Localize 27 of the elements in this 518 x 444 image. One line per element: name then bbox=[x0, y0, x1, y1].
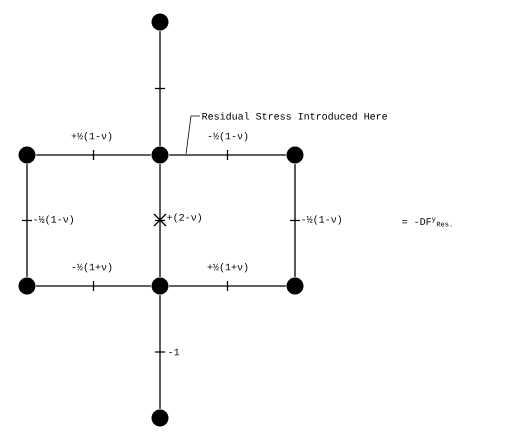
member-line bbox=[21, 164, 33, 278]
edge-label: +½(1+ν) bbox=[208, 263, 248, 272]
member-line bbox=[153, 164, 167, 278]
member-line bbox=[36, 149, 152, 161]
joint-dot bbox=[152, 146, 168, 164]
member-line bbox=[154, 294, 166, 410]
member-line bbox=[154, 30, 166, 146]
edge-label: +½(1-ν) bbox=[72, 132, 112, 142]
edge-label: -1 bbox=[169, 348, 180, 356]
edge-label: +(2-ν) bbox=[167, 213, 201, 223]
annotation-text: Residual Stress Introduced Here bbox=[202, 112, 387, 120]
edge-label: -½(1-ν) bbox=[208, 132, 248, 142]
edge-label: -½(1+ν) bbox=[72, 263, 112, 272]
joint-dot bbox=[286, 146, 304, 164]
joint-dot bbox=[152, 14, 168, 30]
joint-dot bbox=[152, 278, 168, 294]
edge-label: -½(1-ν) bbox=[302, 215, 341, 225]
member-line bbox=[168, 280, 286, 292]
joint-dot bbox=[286, 278, 304, 294]
edge-label: -½(1-ν) bbox=[34, 215, 73, 225]
leader-line bbox=[186, 116, 200, 154]
member-line bbox=[289, 164, 301, 278]
member-line bbox=[36, 280, 152, 292]
member-line bbox=[168, 149, 286, 161]
joint-dot bbox=[18, 146, 36, 164]
joint-dot bbox=[18, 278, 36, 294]
joint-dot bbox=[152, 410, 168, 426]
